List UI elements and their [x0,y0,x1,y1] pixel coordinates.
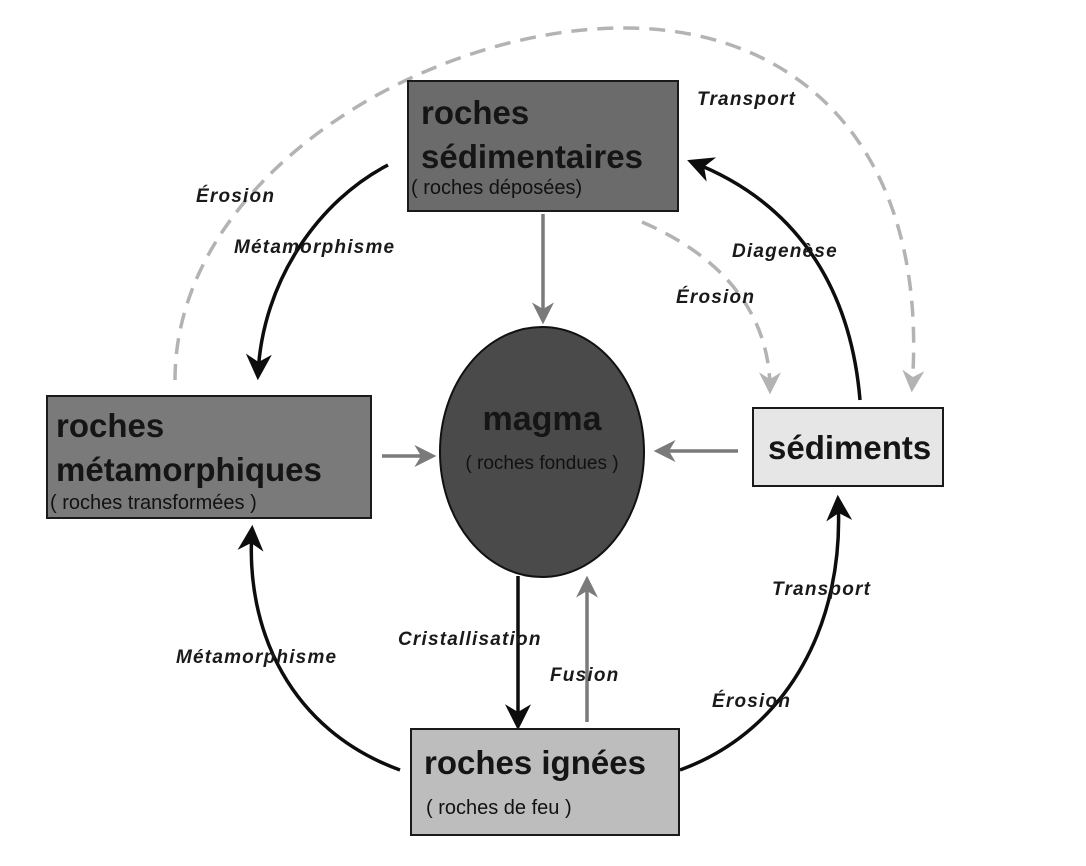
ignees-title: roches ignées [424,744,646,781]
sedimentaires-node: roches sédimentaires ( roches déposées) [407,80,679,212]
sediments-node: sédiments [752,407,944,487]
metamorphiques-sub: ( roches transformées ) [50,492,257,514]
erosion-transport-bottom-arrow [679,494,853,772]
erosion-bottom-label: Érosion [712,691,792,712]
metamorphiques-line1: roches [56,407,165,444]
magma-sub: ( roches fondues ) [465,453,619,474]
sedimentaires-line2: sédimentaires [421,138,643,175]
fusion-label: Fusion [550,665,620,686]
erosion-inner-arrow [641,220,781,395]
erosion-mid-right-label: Érosion [676,287,756,308]
magma-node [439,326,645,578]
metamorphisme-top-arrow [245,163,389,381]
diagenese-label: Diagenèse [732,241,838,262]
erosion-top-left-label: Érosion [196,186,276,207]
metamorphisme-bottom-label: Métamorphisme [176,647,338,668]
sedimentaires-sub: ( roches déposées) [411,177,583,199]
metamorphiques-line2: métamorphiques [56,451,322,488]
transport-top-label: Transport [697,89,797,110]
metamorphisme-bottom-arrow [237,524,401,772]
sediments-title: sédiments [768,429,932,466]
ignees-sub: ( roches de feu ) [426,797,572,819]
diagenese-arrow [687,157,862,401]
metamorphisme-top-label: Métamorphisme [234,237,396,258]
erosion-transport-outer-arrow [173,26,925,393]
sedimentaires-line1: roches [421,94,530,131]
ignees-node: roches ignées ( roches de feu ) [410,728,680,836]
transport-bottom-label: Transport [772,579,872,600]
cristallisation-label: Cristallisation [398,629,542,650]
metamorphiques-node: roches métamorphiques ( roches transform… [46,395,372,519]
magma-title: magma [482,400,602,438]
